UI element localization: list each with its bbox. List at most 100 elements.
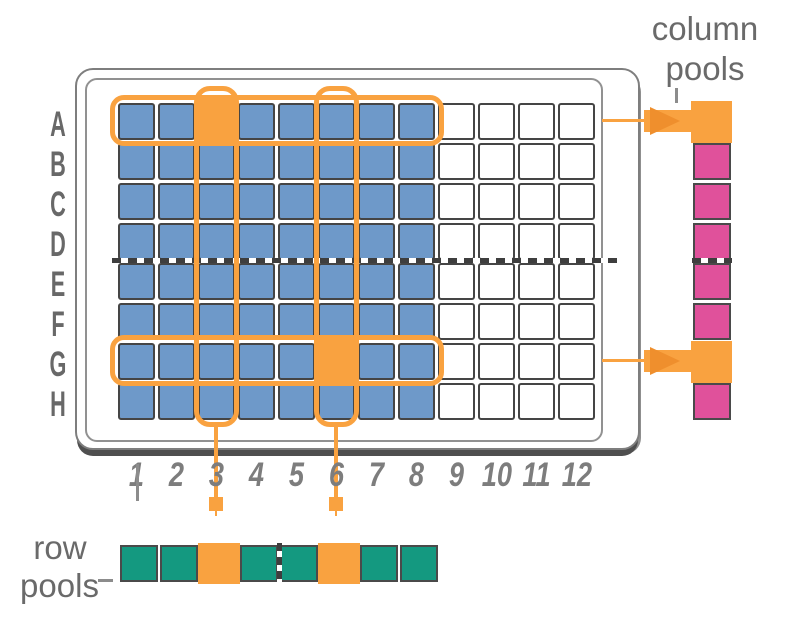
well-G4 <box>238 343 275 380</box>
well-F2 <box>158 303 195 340</box>
plate-column-label-8: 8 <box>408 456 425 494</box>
well-E10 <box>478 263 515 300</box>
well-E8 <box>398 263 435 300</box>
plate-row-label-E: E <box>50 265 66 304</box>
row-pool-cell-7 <box>360 545 398 582</box>
plate-column-label-6: 6 <box>328 456 345 494</box>
well-C6 <box>318 183 355 220</box>
well-B1 <box>118 143 155 180</box>
well-H9 <box>438 383 475 420</box>
plate-column-label-11: 11 <box>522 456 551 494</box>
well-B8 <box>398 143 435 180</box>
well-C5 <box>278 183 315 220</box>
well-E7 <box>358 263 395 300</box>
column-6-pool-outline <box>314 86 359 427</box>
well-E5 <box>278 263 315 300</box>
well-A4 <box>238 103 275 140</box>
well-A12 <box>558 103 595 140</box>
well-C3 <box>198 183 235 220</box>
well-B7 <box>358 143 395 180</box>
well-G10 <box>478 343 515 380</box>
well-E2 <box>158 263 195 300</box>
well-B10 <box>478 143 515 180</box>
well-C11 <box>518 183 555 220</box>
well-B9 <box>438 143 475 180</box>
well-D10 <box>478 223 515 260</box>
plate-row-label-B: B <box>50 145 66 184</box>
well-H11 <box>518 383 555 420</box>
plate-row-label-H: H <box>50 385 66 424</box>
well-A5 <box>278 103 315 140</box>
well-B12 <box>558 143 595 180</box>
column-3-pool-outline <box>194 86 239 427</box>
row-G-pool-outline <box>110 335 444 386</box>
well-A3-orange <box>195 97 238 146</box>
well-D7 <box>358 223 395 260</box>
column-pool-cell-G <box>691 341 732 383</box>
plate-column-label-12: 12 <box>561 456 592 494</box>
well-F4 <box>238 303 275 340</box>
well-C9 <box>438 183 475 220</box>
plate-column-label-3: 3 <box>208 456 225 494</box>
column-pool-cell-C <box>693 183 731 220</box>
column-3-marker-tail <box>215 511 217 516</box>
plate-column-label-7: 7 <box>368 456 385 494</box>
column-pool-cell-H <box>693 383 731 420</box>
well-D2 <box>158 223 195 260</box>
well-A1 <box>118 103 155 140</box>
well-C10 <box>478 183 515 220</box>
well-C8 <box>398 183 435 220</box>
well-D12 <box>558 223 595 260</box>
well-D5 <box>278 223 315 260</box>
well-C4 <box>238 183 275 220</box>
row-pool-cell-4 <box>240 545 278 582</box>
row-pools-dashed-line <box>277 543 282 585</box>
row-pool-cell-1 <box>120 545 158 582</box>
column-pools-label-line2: pools <box>665 50 745 87</box>
column-6-marker-tail <box>335 511 337 516</box>
row-pool-cell-2 <box>160 545 198 582</box>
well-A11 <box>518 103 555 140</box>
column-pool-cell-A <box>691 101 732 143</box>
well-D8 <box>398 223 435 260</box>
well-F10 <box>478 303 515 340</box>
well-B11 <box>518 143 555 180</box>
plate-row-label-C: C <box>50 185 66 224</box>
row-G-arrow-head-icon <box>650 347 680 375</box>
well-D6 <box>318 223 355 260</box>
row-pools-label-line1: row <box>33 529 87 566</box>
column-3-leader-line <box>214 427 218 497</box>
well-E11 <box>518 263 555 300</box>
well-A7 <box>358 103 395 140</box>
row-pool-cell-8 <box>400 545 438 582</box>
column-6-leader-line <box>334 427 338 497</box>
column-6-arrow-marker <box>329 497 343 511</box>
column-pool-cell-E <box>693 263 731 300</box>
well-B2 <box>158 143 195 180</box>
well-B5 <box>278 143 315 180</box>
well-F7 <box>358 303 395 340</box>
well-C1 <box>118 183 155 220</box>
well-G12 <box>558 343 595 380</box>
well-C2 <box>158 183 195 220</box>
column-pools-dashed-line <box>692 258 732 263</box>
plate-column-label-2: 2 <box>168 456 185 494</box>
well-H7 <box>358 383 395 420</box>
plate-row-label-D: D <box>50 225 66 264</box>
well-H2 <box>158 383 195 420</box>
well-H1 <box>118 383 155 420</box>
row-A-arrow-head-icon <box>650 107 680 135</box>
well-G6-orange <box>315 337 358 386</box>
well-A8 <box>398 103 435 140</box>
well-H5 <box>278 383 315 420</box>
well-D1 <box>118 223 155 260</box>
well-E1 <box>118 263 155 300</box>
well-A6 <box>318 103 355 140</box>
well-A10 <box>478 103 515 140</box>
column-pool-cell-D <box>693 223 731 260</box>
well-F11 <box>518 303 555 340</box>
plate-column-label-10: 10 <box>481 456 512 494</box>
plate-column-label-9: 9 <box>448 456 465 494</box>
column-pools-label-line1: column <box>651 10 759 47</box>
